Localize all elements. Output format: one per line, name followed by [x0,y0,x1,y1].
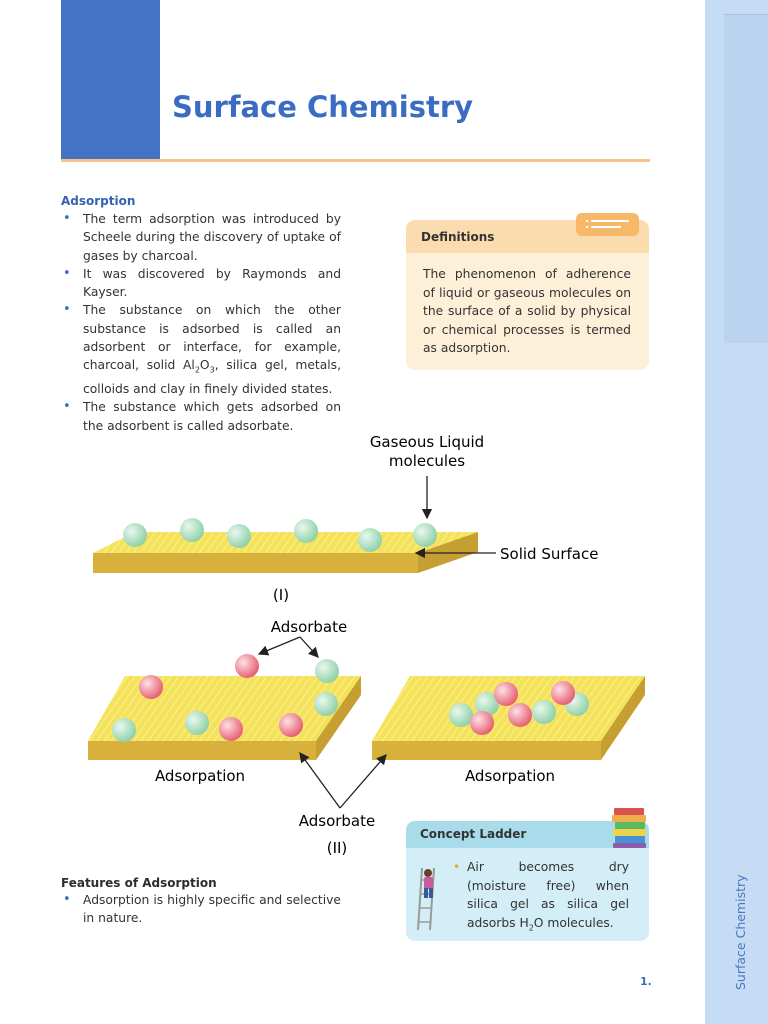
label-figure-2: (II) [327,839,348,857]
molecules-figure-2 [112,654,589,742]
adsorption-bullets: The term adsorption was introduced by Sc… [61,210,341,435]
concept-ladder-text: Air becomes dry (moisture free) when sil… [467,860,629,932]
arrow-adsorbate-right [299,636,319,658]
list-item: The substance which gets adsorbed on the… [61,398,341,435]
arrow-adsorbate-left [257,636,301,656]
bullet-text-tail: , silica gel, metals, colloids and clay … [83,358,341,397]
formula-al2o3: Al2O3 [182,358,215,375]
molecules-figure-1 [123,518,437,552]
arrow-adsorbate-bottom-left [299,751,341,809]
list-item: Adsorption is highly specific and select… [61,891,341,928]
list-item: The term adsorption was introduced by Sc… [61,210,341,265]
ladder-climber-icon [417,867,435,931]
label-molecules: molecules [389,452,465,470]
note-tag-icon [576,213,639,236]
list-item: It was discovered by Raymonds and Kayser… [61,265,341,302]
arrow-adsorbate-bottom-right [339,754,387,809]
label-gaseous-liquid: Gaseous Liquid [370,433,484,451]
adsorption-diagram: Gaseous Liquid molecules Solid Surface (… [88,433,645,857]
page-number: 1. [640,975,652,988]
books-icon [612,808,646,848]
concept-ladder-header [406,821,649,848]
side-strip-panel [724,14,768,343]
label-adsorbate-top: Adsorbate [271,618,348,636]
label-figure-1: (I) [273,586,289,604]
features-bullets: Adsorption is highly specific and select… [61,891,341,928]
label-solid-surface: Solid Surface [500,545,598,563]
bullet-text: The substance on which the other substan… [83,303,341,373]
list-item: The substance on which the other substan… [61,301,341,398]
definitions-text: The phenomenon of adherence of liquid or… [423,267,631,355]
label-adsorption-left: Adsorpation [155,767,245,785]
bullet-dot-icon: • [453,860,461,874]
header-accent-bar [61,0,160,161]
features-heading: Features of Adsorption [61,876,217,890]
solid-surface-slab-2 [88,676,361,760]
label-adsorption-right: Adsorpation [465,767,555,785]
label-adsorbate-bottom: Adsorbate [299,812,376,830]
concept-ladder-title: Concept Ladder [420,827,527,841]
sidebar-chapter-label: Surface Chemistry [733,874,748,990]
adsorption-heading: Adsorption [61,194,136,208]
definitions-title: Definitions [421,230,495,244]
page-title: Surface Chemistry [172,90,474,124]
header-divider [61,159,650,162]
